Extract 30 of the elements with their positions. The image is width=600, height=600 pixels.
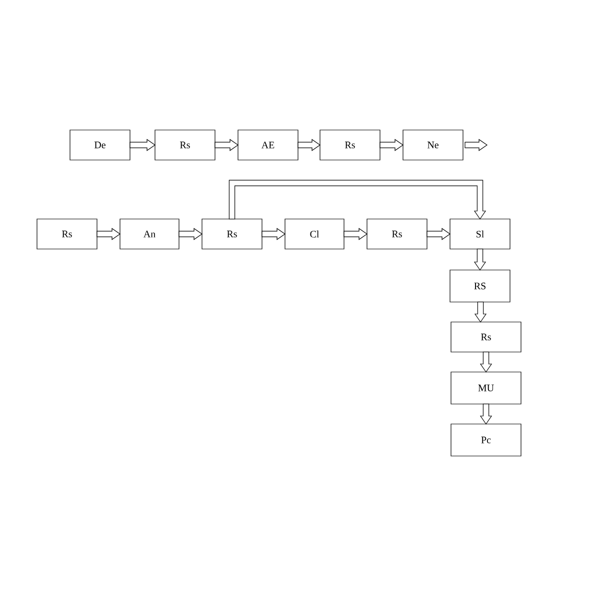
block-arrow <box>480 404 492 425</box>
block-arrow <box>96 228 121 240</box>
process-box: Cl <box>284 218 344 250</box>
block-arrow <box>426 228 451 240</box>
process-box: Rs <box>202 218 262 250</box>
process-box: An <box>120 218 180 250</box>
process-box: Rs <box>154 130 216 160</box>
block-arrow <box>380 138 404 152</box>
block-arrow <box>130 138 156 152</box>
process-box: Ne <box>402 130 464 160</box>
process-box: MU <box>450 372 522 404</box>
process-box: Rs <box>450 322 522 352</box>
process-box: Rs <box>320 130 380 160</box>
process-box: Pc <box>450 424 522 456</box>
block-arrow <box>474 302 487 323</box>
block-arrow <box>298 138 321 152</box>
process-box: Sl <box>450 218 510 250</box>
block-arrow <box>474 248 486 271</box>
process-box: Rs <box>366 218 428 250</box>
block-arrow <box>464 138 488 152</box>
process-box: De <box>70 130 130 160</box>
block-arrow <box>262 228 286 240</box>
process-box: AE <box>238 130 298 160</box>
block-arrow <box>480 352 492 373</box>
block-arrow <box>178 228 203 240</box>
process-box: RS <box>450 270 510 302</box>
block-arrow <box>214 138 239 152</box>
process-box: Rs <box>36 218 98 250</box>
block-arrow <box>344 228 368 240</box>
block-arrow <box>228 180 486 220</box>
